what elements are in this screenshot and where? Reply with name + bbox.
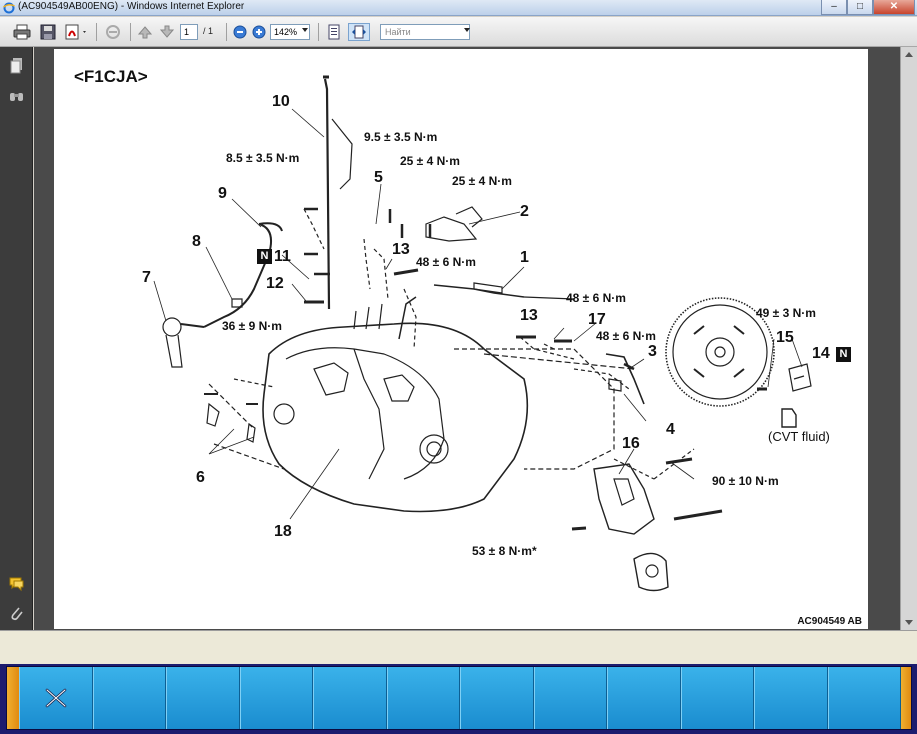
print-button[interactable] <box>12 23 32 41</box>
pdf-toolbar: 1 / 1 142% Найти <box>0 17 917 47</box>
part-number-label: 6 <box>196 469 205 486</box>
torque-spec-label: 36 ± 9 N·m <box>222 319 282 333</box>
fit-page-button[interactable] <box>324 23 344 41</box>
part-number-label: 4 <box>666 421 675 438</box>
transaxle-exploded-diagram <box>153 75 812 592</box>
page-total-label: / 1 <box>203 26 214 36</box>
function-key-bar <box>0 664 917 734</box>
cvt-fluid-note: (CVT fluid) <box>768 429 830 444</box>
part-number-label: 18 <box>274 523 292 540</box>
function-button-2[interactable] <box>92 667 166 729</box>
fit-width-button[interactable] <box>348 23 370 41</box>
figure-code-label: AC904549 AB <box>797 616 862 627</box>
bar-left-cap <box>7 667 19 729</box>
zoom-out-button[interactable] <box>232 23 248 41</box>
bar-right-cap <box>901 667 911 729</box>
save-button[interactable] <box>38 23 58 41</box>
next-page-button[interactable] <box>158 23 176 41</box>
torque-spec-label: 48 ± 6 N·m <box>566 291 626 305</box>
fit-width-icon <box>352 25 366 39</box>
status-area <box>0 630 917 664</box>
share-button[interactable] <box>102 23 124 41</box>
zoom-dropdown-arrow-icon[interactable] <box>302 28 308 32</box>
function-button-10[interactable] <box>680 667 754 729</box>
torque-spec-label: 25 ± 4 N·m <box>400 154 460 168</box>
part-number-label: 11 <box>274 248 291 265</box>
function-button-4[interactable] <box>239 667 313 729</box>
document-viewer: <F1CJA> <box>34 47 917 630</box>
part-number-label: 5 <box>374 169 383 186</box>
function-button-12[interactable] <box>827 667 901 729</box>
floppy-disk-icon <box>40 24 56 40</box>
arrow-down-icon <box>160 25 174 38</box>
pages-icon[interactable] <box>8 57 25 74</box>
find-dropdown-arrow-icon[interactable] <box>464 28 470 32</box>
share-icon <box>106 25 120 39</box>
torque-spec-label: 48 ± 6 N·m <box>416 255 476 269</box>
printer-icon <box>13 24 31 40</box>
part-number-label: 1 <box>520 249 529 266</box>
zoom-out-icon <box>233 25 247 39</box>
binoculars-icon[interactable] <box>8 87 25 104</box>
function-button-6[interactable] <box>386 667 460 729</box>
function-button-8[interactable] <box>533 667 607 729</box>
part-number-label: 15 <box>776 329 794 346</box>
window-title: (AC904549AB00ENG) - Windows Internet Exp… <box>18 1 245 12</box>
torque-spec-label: 9.5 ± 3.5 N·m <box>364 130 438 144</box>
acrobat-tools-button[interactable] <box>64 23 90 41</box>
navigation-panel <box>0 47 33 630</box>
minimize-button[interactable]: – <box>821 0 847 15</box>
scroll-up-arrow-icon[interactable] <box>905 52 913 57</box>
torque-spec-label: 25 ± 4 N·m <box>452 174 512 188</box>
comments-icon[interactable] <box>8 575 25 592</box>
torque-spec-label: 53 ± 8 N·m* <box>472 544 537 558</box>
close-x-icon <box>45 688 67 708</box>
part-number-label: 3 <box>648 343 657 360</box>
torque-spec-label: 48 ± 6 N·m <box>596 329 656 343</box>
function-button-11[interactable] <box>754 667 828 729</box>
torque-spec-label: 90 ± 10 N·m <box>712 474 779 488</box>
acrobat-document-icon <box>65 24 86 40</box>
vertical-scrollbar[interactable] <box>900 47 917 630</box>
pdf-page: <F1CJA> <box>54 49 868 629</box>
arrow-up-icon <box>138 26 152 39</box>
find-input[interactable]: Найти <box>380 24 470 40</box>
scroll-down-arrow-icon[interactable] <box>905 620 913 625</box>
part-number-label: 8 <box>192 233 201 250</box>
function-button-3[interactable] <box>166 667 240 729</box>
page-number-input[interactable]: 1 <box>180 24 198 40</box>
part-number-label: 9 <box>218 185 227 202</box>
part-number-label: 2 <box>520 203 529 220</box>
zoom-select[interactable]: 142% <box>270 24 310 40</box>
part-number-label: 12 <box>266 275 284 292</box>
part-number-label: 13 <box>392 241 410 258</box>
maximize-button[interactable]: □ <box>847 0 873 15</box>
n-note-badge: N <box>257 249 272 264</box>
zoom-in-button[interactable] <box>251 23 267 41</box>
function-button-7[interactable] <box>460 667 534 729</box>
function-button-5[interactable] <box>313 667 387 729</box>
part-number-label: 13 <box>520 307 538 324</box>
part-number-label: 7 <box>142 269 151 286</box>
previous-page-button[interactable] <box>136 23 154 41</box>
title-bar: (AC904549AB00ENG) - Windows Internet Exp… <box>0 0 917 16</box>
diagram-heading: <F1CJA> <box>74 67 148 86</box>
n-note-badge: N <box>836 347 851 362</box>
part-number-label: 17 <box>588 311 606 328</box>
part-number-label: 16 <box>622 435 640 452</box>
zoom-in-icon <box>252 25 266 39</box>
paperclip-icon[interactable] <box>8 605 25 622</box>
function-button-9[interactable] <box>607 667 681 729</box>
internet-explorer-icon <box>3 2 15 14</box>
part-number-label: 10 <box>272 93 290 110</box>
fit-page-icon <box>328 24 340 40</box>
close-window-button[interactable]: ✕ <box>873 0 915 15</box>
part-number-label: 14 <box>812 345 830 362</box>
torque-spec-label: 49 ± 3 N·m <box>756 306 816 320</box>
close-function-button[interactable] <box>19 667 93 729</box>
torque-spec-label: 8.5 ± 3.5 N·m <box>226 151 300 165</box>
